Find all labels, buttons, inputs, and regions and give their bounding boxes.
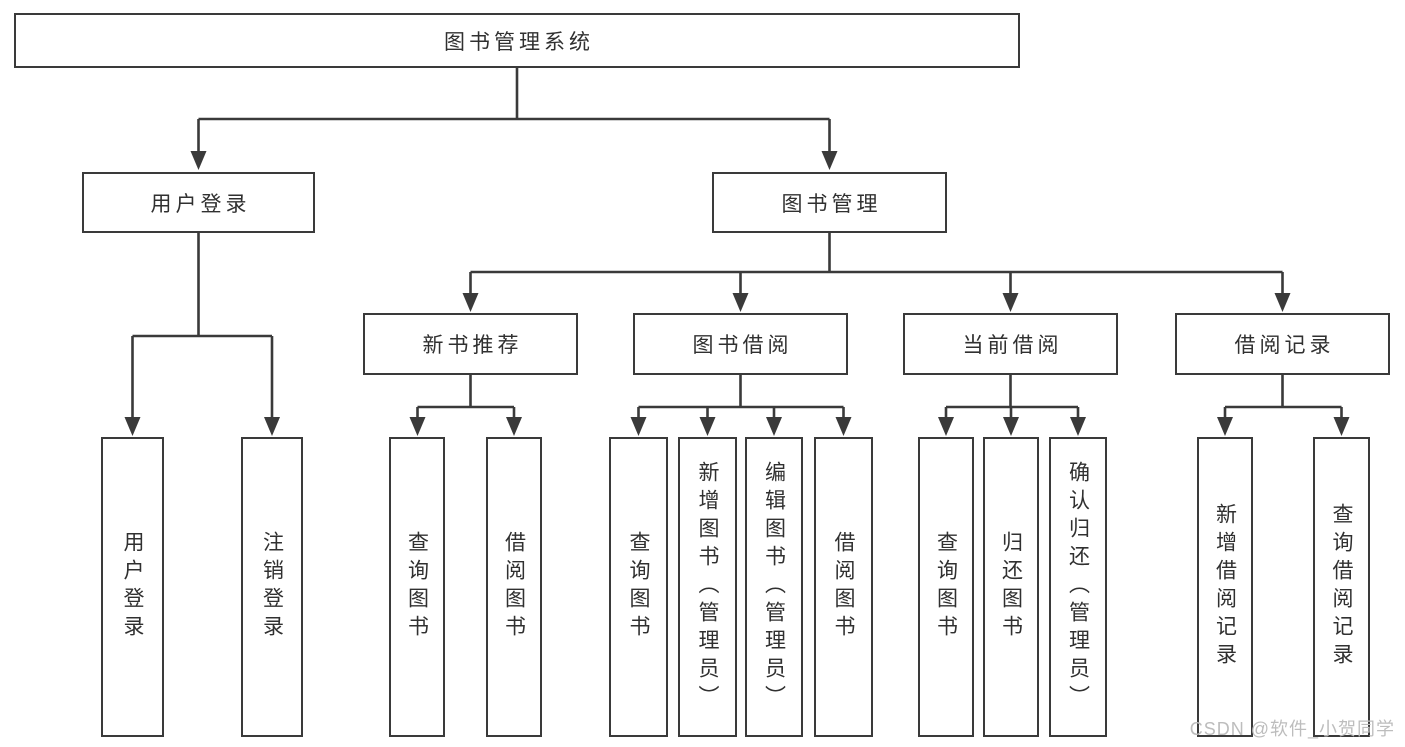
node-root-label: 图书管理系统 <box>444 30 594 54</box>
node-bb-add-books-admin: 新增图书（管理员） <box>678 437 737 737</box>
connector-book-borrow-children <box>630 375 852 436</box>
arrowhead-down <box>506 417 522 436</box>
node-current-borrow-label: 当前借阅 <box>962 334 1063 357</box>
node-logout-action: 注销登录 <box>241 437 303 737</box>
leaf-label: 用户登录 <box>121 531 144 643</box>
leaf-label: 借阅图书 <box>502 531 526 643</box>
arrowhead-down <box>1070 417 1086 436</box>
leaf-label: 查询图书 <box>934 531 958 643</box>
node-borrow-record: 借阅记录 <box>1175 313 1390 375</box>
arrowhead-down <box>630 417 647 436</box>
arrowhead-down <box>821 151 838 170</box>
node-bb-edit-books-admin: 编辑图书（管理员） <box>745 437 803 737</box>
node-user-login: 用户登录 <box>82 172 315 233</box>
arrowhead-down <box>1217 417 1233 436</box>
leaf-label: 借阅图书 <box>832 531 855 643</box>
connector-current-borrow-children <box>938 375 1086 436</box>
arrowhead-down <box>699 417 716 436</box>
arrowhead-down <box>124 417 141 436</box>
node-cb-return-books: 归还图书 <box>983 437 1039 737</box>
connector-new-book-rec-children <box>409 375 522 436</box>
node-bb-borrow-books: 借阅图书 <box>814 437 873 737</box>
leaf-label: 注销登录 <box>260 531 284 643</box>
arrowhead-down <box>938 417 954 436</box>
node-nbr-query-books: 查询图书 <box>389 437 445 737</box>
csdn-watermark: CSDN @软件_小贺同学 <box>1189 719 1395 739</box>
leaf-label: 编辑图书（管理员） <box>762 461 786 713</box>
leaf-label: 查询图书 <box>405 531 429 643</box>
arrowhead-down <box>766 417 782 436</box>
leaf-label: 查询图书 <box>627 531 650 643</box>
node-user-login-label: 用户登录 <box>150 192 251 216</box>
arrowhead-down <box>1333 417 1350 436</box>
arrowhead-down <box>190 151 207 170</box>
node-br-add-record: 新增借阅记录 <box>1197 437 1253 737</box>
node-br-query-record: 查询借阅记录 <box>1313 437 1370 737</box>
node-new-book-rec-label: 新书推荐 <box>422 334 523 357</box>
node-book-borrow-label: 图书借阅 <box>692 334 793 357</box>
leaf-label: 新增图书（管理员） <box>696 461 719 713</box>
connector-borrow-record-children <box>1217 375 1350 436</box>
node-user-login-action: 用户登录 <box>101 437 164 737</box>
arrowhead-down <box>1003 417 1019 436</box>
leaf-label: 新增借阅记录 <box>1213 503 1237 671</box>
arrowhead-down <box>462 293 479 312</box>
node-book-borrow: 图书借阅 <box>633 313 848 375</box>
node-nbr-borrow-books: 借阅图书 <box>486 437 542 737</box>
node-bb-query-books: 查询图书 <box>609 437 668 737</box>
leaf-label: 归还图书 <box>999 531 1023 643</box>
node-borrow-record-label: 借阅记录 <box>1234 334 1335 357</box>
node-cb-confirm-return-admin: 确认归还（管理员） <box>1049 437 1107 737</box>
arrowhead-down <box>1002 293 1019 312</box>
leaf-label: 查询借阅记录 <box>1330 503 1353 671</box>
node-root: 图书管理系统 <box>14 13 1020 68</box>
node-cb-query-books: 查询图书 <box>918 437 974 737</box>
arrowhead-down <box>1274 293 1291 312</box>
arrowhead-down <box>264 417 280 436</box>
arrowhead-down <box>409 417 426 436</box>
node-book-mgmt-label: 图书管理 <box>781 192 882 216</box>
arrowhead-down <box>835 417 852 436</box>
arrowhead-down <box>732 293 749 312</box>
leaf-label: 确认归还（管理员） <box>1066 461 1090 713</box>
node-new-book-rec: 新书推荐 <box>363 313 578 375</box>
node-current-borrow: 当前借阅 <box>903 313 1118 375</box>
connector-book-mgmt-to-level3 <box>462 233 1291 312</box>
connector-user-login-children <box>124 233 280 436</box>
node-book-mgmt: 图书管理 <box>712 172 947 233</box>
connector-root-to-level2 <box>190 68 838 170</box>
